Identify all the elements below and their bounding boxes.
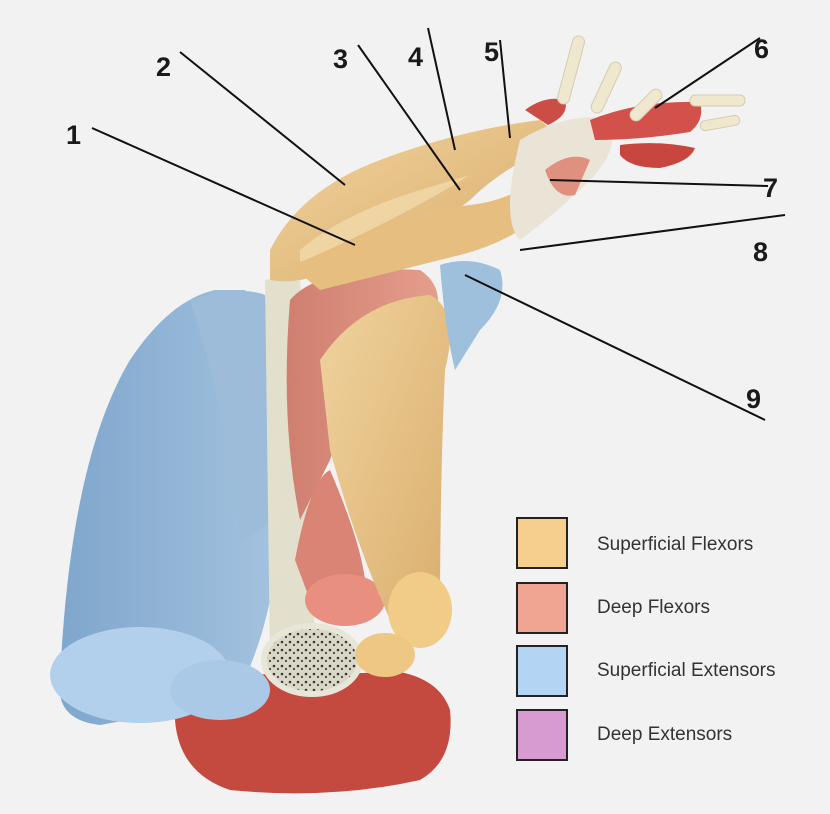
legend-swatch-deep-flexors — [516, 582, 568, 634]
callout-7: 7 — [763, 173, 779, 203]
superficial-flexor-large — [320, 295, 450, 640]
legend-swatch-superficial-flexors — [516, 517, 568, 569]
callout-2: 2 — [156, 52, 172, 82]
legend-swatch-superficial-extensors — [516, 645, 568, 697]
callout-8: 8 — [753, 237, 769, 267]
hand-muscle-3 — [525, 98, 566, 125]
callout-3: 3 — [333, 44, 349, 74]
deep-flexor-wrist — [545, 156, 590, 196]
superficial-flexor-cut-face-2 — [355, 633, 415, 677]
callout-6: 6 — [754, 34, 770, 64]
flexor-group-lower — [290, 160, 567, 290]
legend-swatch-deep-extensors — [516, 709, 568, 761]
finger-bones — [556, 35, 746, 132]
extensor-cut-face-2 — [170, 660, 270, 720]
callout-lines — [91, 27, 786, 421]
callout-4: 4 — [408, 42, 424, 72]
legend-label-superficial-flexors: Superficial Flexors — [597, 534, 754, 555]
hand-muscle-2 — [620, 143, 695, 168]
bone-cross-section — [261, 623, 363, 697]
legend-label-deep-flexors: Deep Flexors — [597, 597, 710, 618]
deep-flexor-lower — [295, 470, 365, 600]
superficial-flexor-cut-face — [388, 572, 452, 648]
superficial-extensor-strip — [190, 291, 275, 545]
callout-9: 9 — [746, 384, 762, 414]
extensor-near-elbow — [440, 261, 503, 370]
callout-1: 1 — [66, 120, 82, 150]
deep-flexor-cut-face — [305, 574, 385, 626]
legend-label-deep-extensors: Deep Extensors — [597, 724, 733, 745]
legend-label-superficial-extensors: Superficial Extensors — [597, 660, 776, 681]
callout-5: 5 — [484, 37, 500, 67]
hand-muscle-1 — [590, 101, 702, 140]
